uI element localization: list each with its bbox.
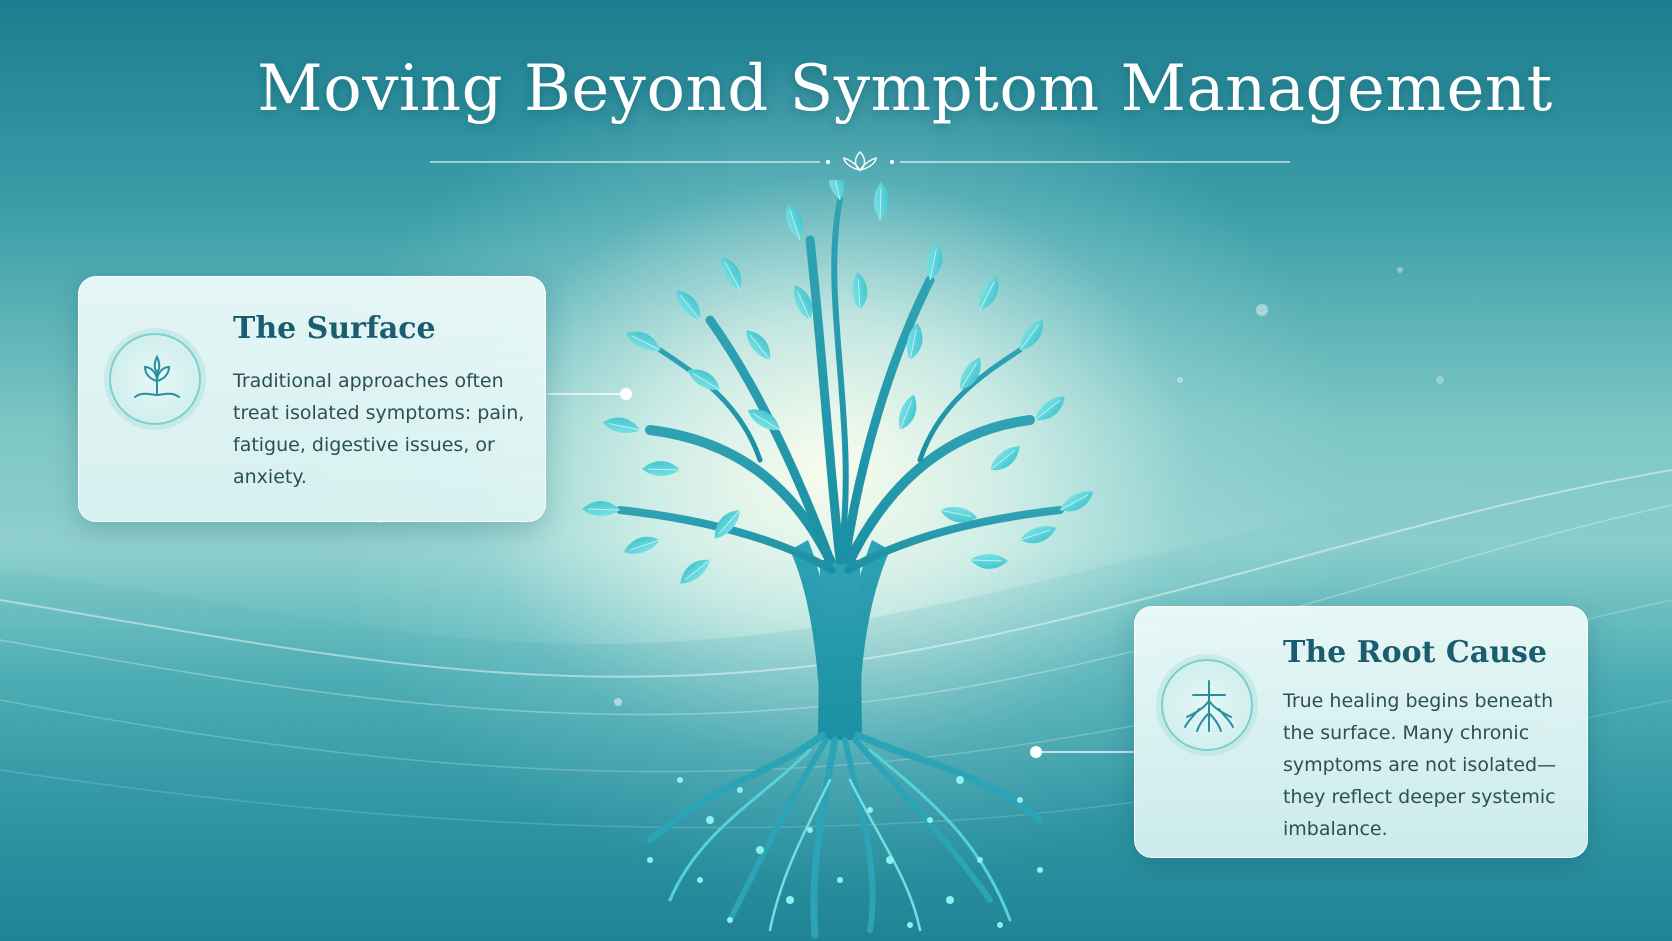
title-divider xyxy=(430,151,1290,172)
lotus-icon xyxy=(843,151,877,172)
tree-icon xyxy=(580,180,1097,939)
surface-card-text: Traditional approaches often treat isola… xyxy=(233,370,525,488)
surface-pointer xyxy=(548,388,632,400)
page-title: Moving Beyond Symptom Management xyxy=(257,52,1553,126)
roots-icon xyxy=(1161,659,1253,751)
surface-card: The Surface Traditional approaches often… xyxy=(78,276,546,522)
sprout-icon xyxy=(109,333,201,425)
root-cause-card: The Root Cause True healing begins benea… xyxy=(1134,606,1588,858)
root-pointer xyxy=(1030,746,1136,758)
root-cause-card-title: The Root Cause xyxy=(1283,635,1548,670)
root-cause-card-text: True healing begins beneath the surface.… xyxy=(1283,690,1557,840)
surface-card-title: The Surface xyxy=(233,311,436,346)
